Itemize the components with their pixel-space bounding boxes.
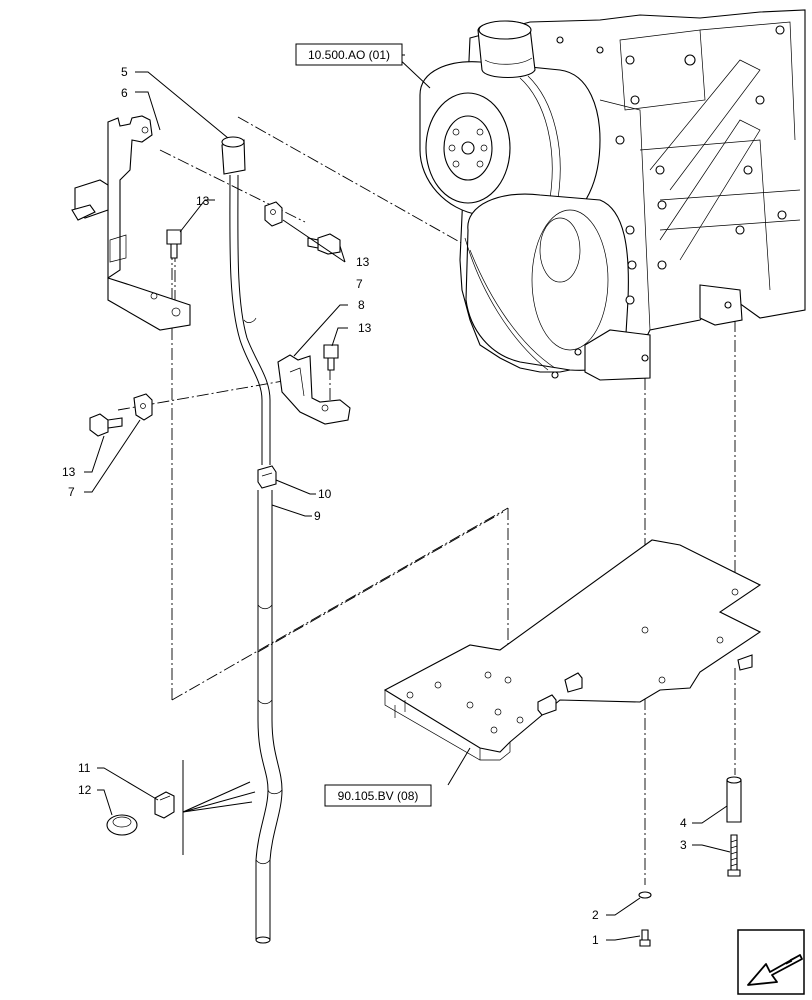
washer-2 bbox=[638, 891, 652, 899]
callout-labels: 5 6 13 13 7 8 13 13 7 10 9 11 12 4 3 2 1 bbox=[62, 65, 687, 947]
clamp-10 bbox=[257, 465, 277, 489]
spacer-4 bbox=[726, 776, 742, 823]
bracket-6 bbox=[71, 115, 191, 331]
plate-holes bbox=[406, 588, 739, 734]
bolt-1 bbox=[639, 929, 651, 947]
bolt-13-b bbox=[307, 233, 341, 255]
callout-9: 9 bbox=[314, 509, 321, 523]
clip-7-lower bbox=[133, 393, 153, 421]
callout-12: 12 bbox=[78, 783, 92, 797]
clip-7-upper bbox=[264, 201, 283, 227]
bolt-13-c bbox=[323, 344, 339, 371]
callout-13-d: 13 bbox=[62, 465, 76, 479]
callout-11: 11 bbox=[78, 761, 91, 775]
ring-12 bbox=[106, 814, 138, 836]
reference-engine-label[interactable]: 10.500.AO (01) bbox=[308, 48, 390, 62]
callout-7-a: 7 bbox=[356, 277, 363, 291]
center-lines bbox=[117, 116, 736, 885]
reference-engine[interactable]: 10.500.AO (01) bbox=[295, 43, 403, 66]
bolt-3 bbox=[727, 834, 741, 877]
callout-3: 3 bbox=[680, 838, 687, 852]
callout-1: 1 bbox=[592, 933, 599, 947]
callout-13-c: 13 bbox=[358, 321, 372, 335]
callout-6: 6 bbox=[121, 86, 128, 100]
callout-13-b: 13 bbox=[356, 255, 370, 269]
tube-cap-5 bbox=[221, 136, 246, 175]
callout-2: 2 bbox=[592, 908, 599, 922]
reference-plate-label[interactable]: 90.105.BV (08) bbox=[338, 789, 419, 803]
callout-10: 10 bbox=[318, 487, 332, 501]
callout-8: 8 bbox=[358, 298, 365, 312]
bolt-13-a bbox=[166, 229, 182, 259]
callout-13-a: 13 bbox=[196, 194, 210, 208]
clip-11 bbox=[154, 791, 175, 819]
arrow-down-left-icon[interactable] bbox=[737, 929, 805, 995]
bolt-13-d bbox=[89, 413, 123, 437]
engine-assembly bbox=[419, 9, 806, 381]
reference-plate[interactable]: 90.105.BV (08) bbox=[324, 784, 432, 807]
base-plate bbox=[383, 539, 762, 761]
engine-bolts bbox=[551, 25, 787, 379]
callout-7-b: 7 bbox=[68, 485, 75, 499]
bracket-8 bbox=[277, 354, 351, 425]
callout-4: 4 bbox=[680, 816, 687, 830]
dipstick-tube-9 bbox=[229, 174, 283, 944]
callout-5: 5 bbox=[121, 65, 128, 79]
